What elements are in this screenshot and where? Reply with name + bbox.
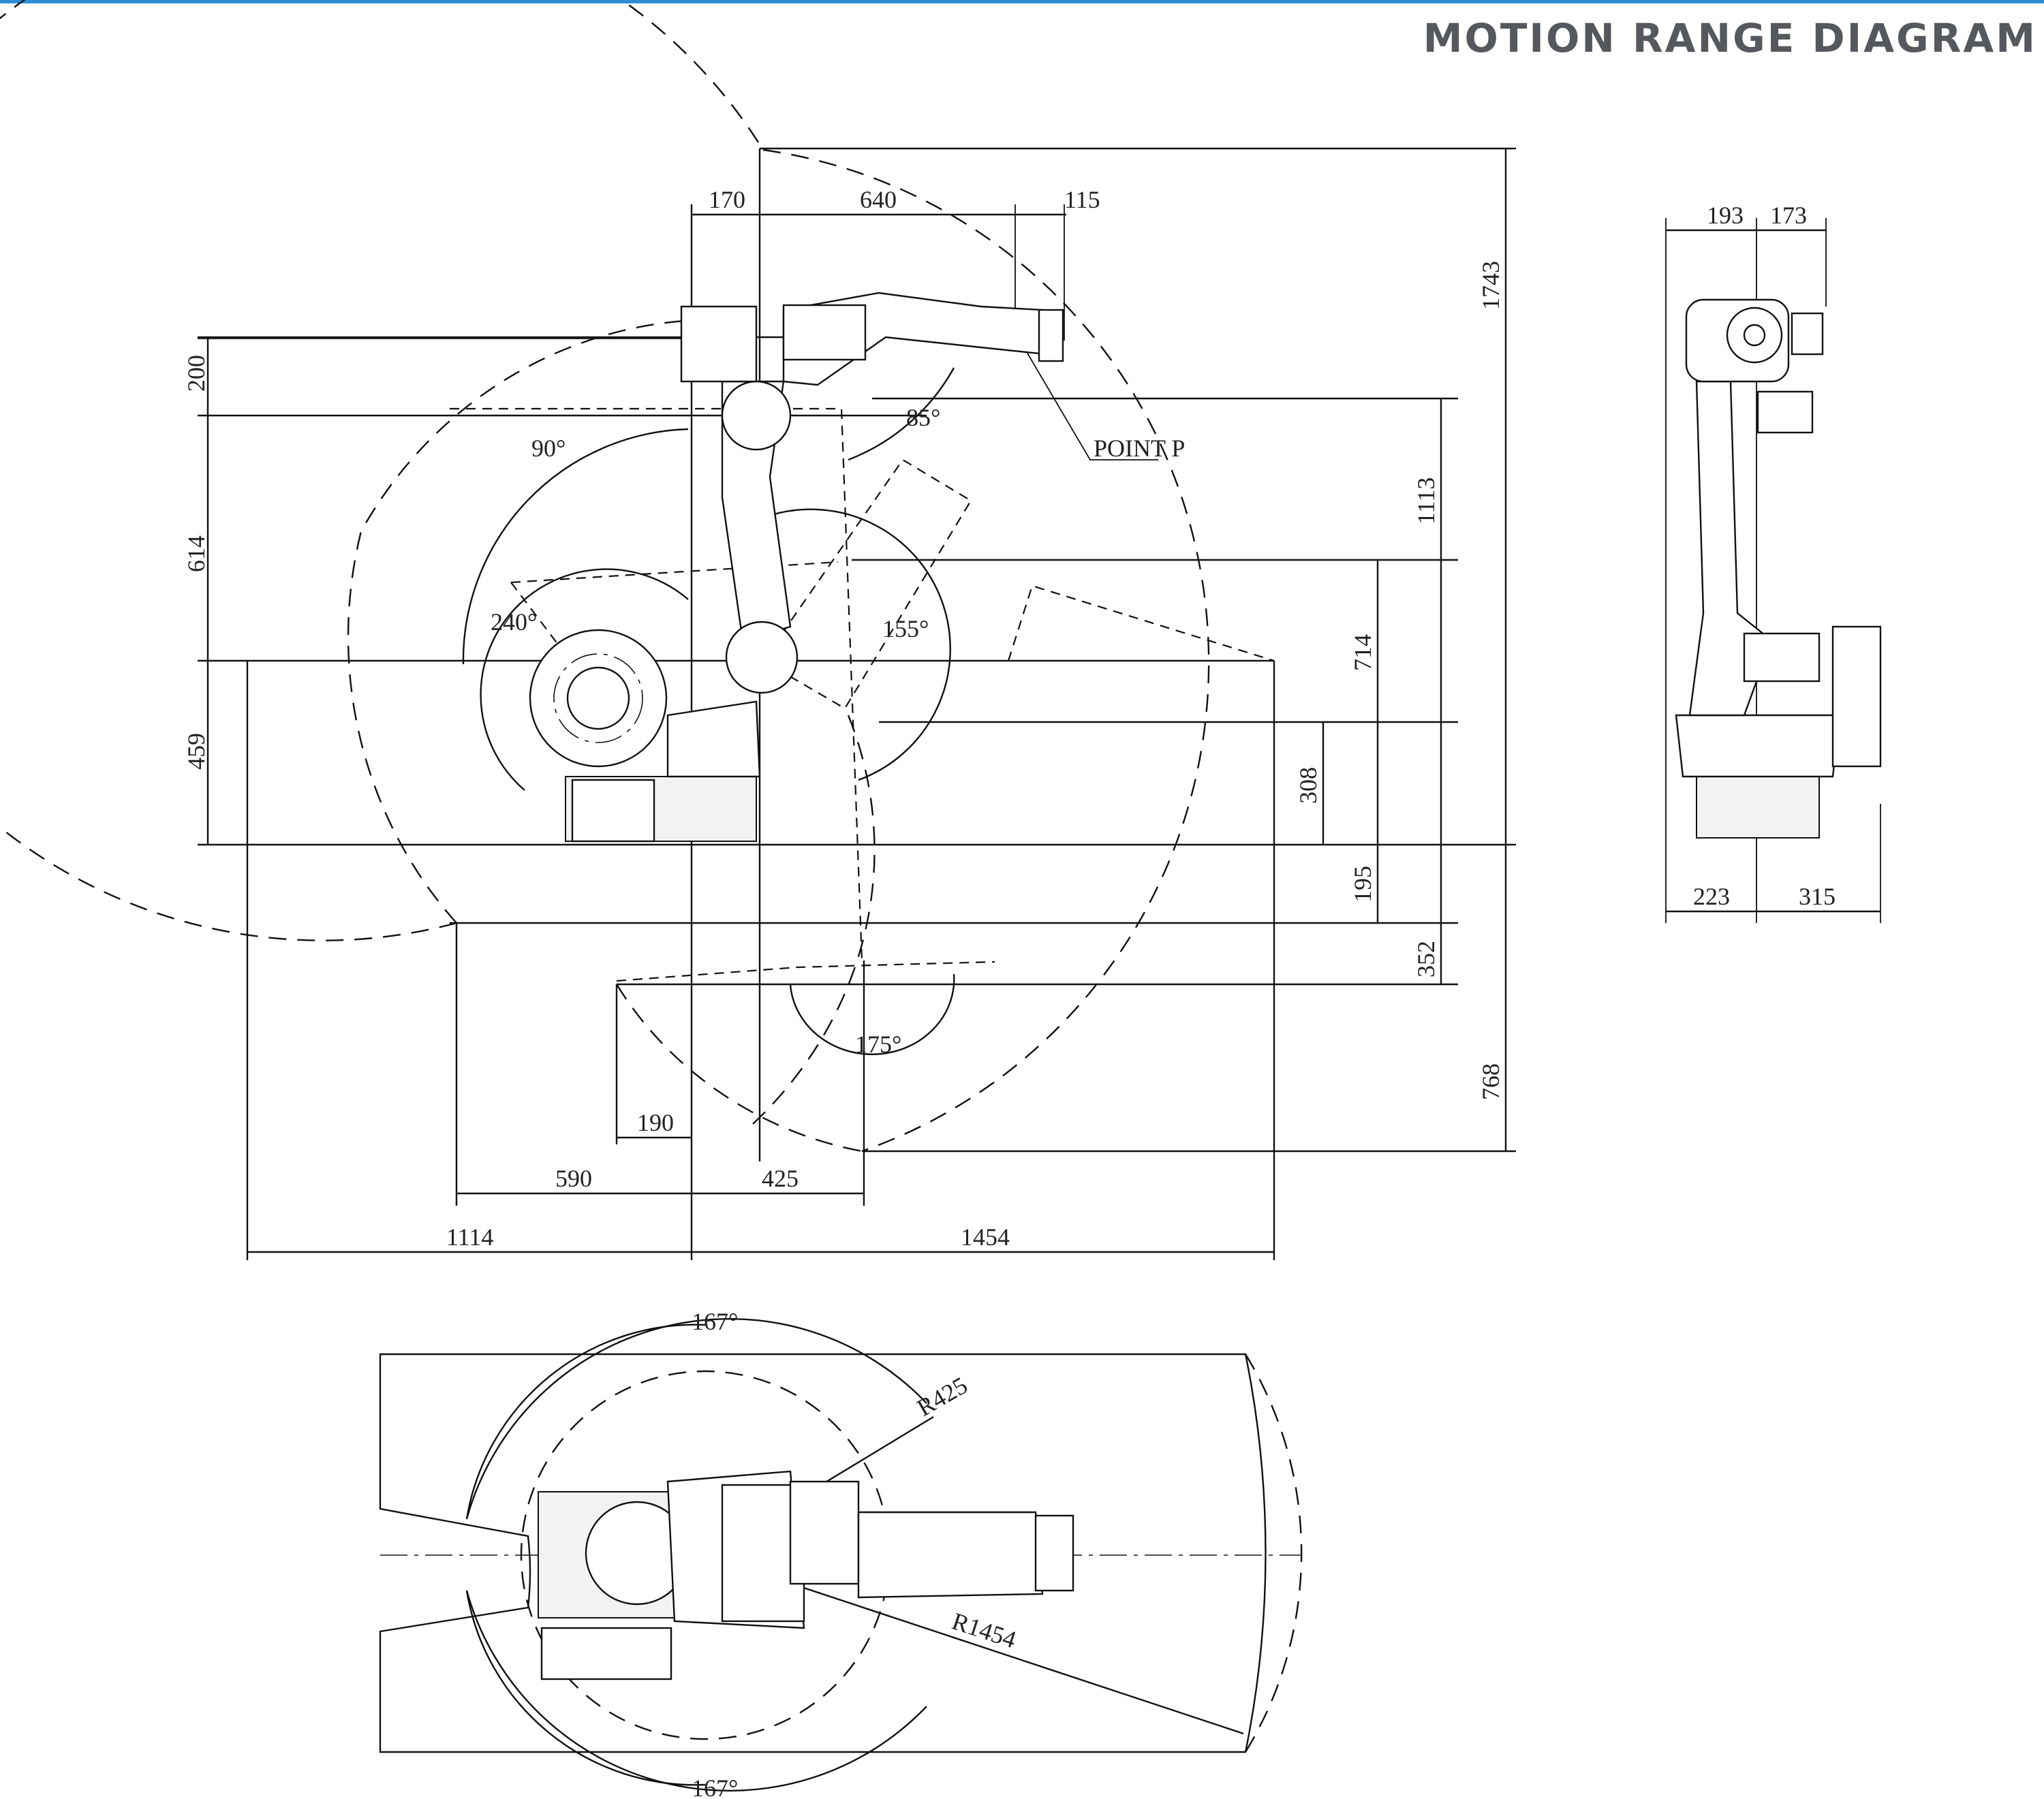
angle-167-bottom: 167° — [692, 1774, 738, 1799]
outer-reach-envelope-right — [762, 148, 1210, 1153]
dim-193: 193 — [1707, 202, 1744, 229]
dim-768: 768 — [1477, 1063, 1504, 1100]
front-view: 193 173 223 315 — [1665, 202, 1882, 923]
arc-85 — [848, 367, 955, 461]
arc-240 — [480, 568, 689, 791]
accent-top-bar — [0, 0, 2044, 3]
robot-base-cable-box — [571, 779, 655, 843]
dim-308: 308 — [1295, 767, 1322, 804]
front-wrist-flange-hub — [1743, 324, 1766, 347]
dim-425: 425 — [762, 1165, 799, 1192]
angle-85: 85° — [906, 404, 940, 431]
dim-315: 315 — [1799, 883, 1836, 910]
front-turret — [1675, 714, 1841, 778]
top-rotation-arc-upper-left — [465, 1324, 706, 1520]
top-forearm — [857, 1511, 1044, 1599]
axis5-range-wedge — [1007, 584, 1275, 662]
wrist-flange — [1038, 309, 1064, 362]
page-title: MOTION RANGE DIAGRAM — [1423, 15, 2037, 61]
point-p-leader — [1015, 332, 1158, 460]
dim-459: 459 — [183, 733, 210, 770]
axis2-joint — [725, 621, 799, 694]
axis4-motor — [782, 304, 867, 361]
robot-turret — [666, 700, 761, 778]
side-view: 170 640 115 200 614 459 1743 1113 714 30… — [0, 0, 1516, 1260]
lower-wedge — [616, 960, 995, 982]
top-view: 167° 167° R425 R1454 — [379, 1308, 1303, 1799]
dim-1113: 1113 — [1412, 478, 1440, 525]
dim-195: 195 — [1349, 866, 1376, 903]
top-upper-arm-housing — [789, 1480, 860, 1585]
axis1-motor-hub — [566, 666, 630, 730]
dim-223: 223 — [1693, 883, 1730, 910]
arc-155 — [762, 508, 952, 781]
dim-590: 590 — [555, 1165, 592, 1192]
dim-1454: 1454 — [961, 1223, 1010, 1251]
top-cable-box — [540, 1627, 672, 1680]
dim-614: 614 — [183, 535, 210, 572]
lower-reach-envelope — [615, 984, 863, 1153]
dim-190: 190 — [637, 1109, 674, 1136]
inner-reach-envelope — [347, 319, 696, 924]
robot-side-silhouette — [529, 292, 1064, 843]
front-tool-connector — [1791, 312, 1824, 356]
point-p-label: POINT P — [1094, 435, 1185, 462]
robot-front-silhouette — [1675, 298, 1882, 839]
top-wrist — [1034, 1514, 1074, 1592]
dim-1114: 1114 — [446, 1223, 493, 1251]
angle-90: 90° — [531, 435, 566, 462]
front-base — [1696, 776, 1820, 839]
dim-115: 115 — [1064, 186, 1100, 213]
top-reach-envelope — [1244, 1354, 1303, 1753]
inner-lower-envelope — [752, 715, 876, 1125]
axis1-center-mark — [553, 653, 643, 743]
front-axis1-motor — [1831, 625, 1882, 768]
front-axis3-motor — [1756, 390, 1814, 434]
dim-714: 714 — [1349, 634, 1376, 671]
dim-640: 640 — [860, 186, 897, 213]
dim-170: 170 — [709, 186, 745, 213]
radius-r1454: R1454 — [949, 1608, 1020, 1654]
arc-175 — [789, 973, 955, 1055]
axis3-joint — [721, 380, 792, 451]
top-rotation-arc-lower-left — [465, 1590, 706, 1786]
angle-240: 240° — [491, 608, 537, 636]
dim-352: 352 — [1412, 941, 1440, 977]
dim-173: 173 — [1770, 202, 1807, 229]
top-work-area-outline — [379, 1353, 1267, 1753]
robot-top-silhouette — [538, 1470, 1074, 1680]
dim-1743: 1743 — [1477, 261, 1504, 310]
angle-155: 155° — [882, 615, 929, 642]
front-axis2-motor — [1743, 632, 1821, 683]
dim-200: 200 — [183, 355, 210, 392]
arc-90 — [462, 428, 689, 665]
axis-motors-top — [680, 305, 758, 383]
angle-167-top: 167° — [692, 1308, 738, 1335]
radius-r425: R425 — [912, 1371, 972, 1422]
angle-175: 175° — [855, 1031, 901, 1058]
